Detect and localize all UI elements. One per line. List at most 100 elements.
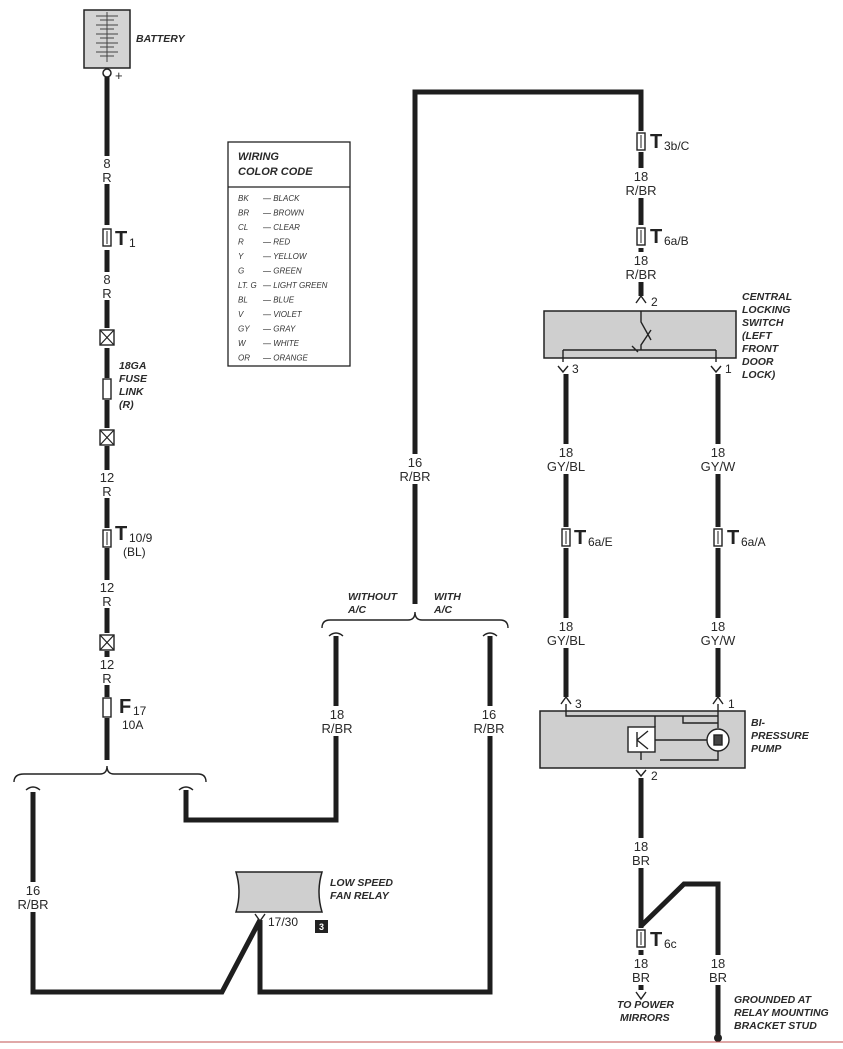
wire-splice-without-ac [183, 636, 339, 823]
legend-code: Y [238, 252, 244, 261]
pump-pin-arrow-icon [712, 695, 724, 705]
connector-t6c-sub: 6c [664, 937, 677, 951]
switch-label: SWITCH [742, 317, 784, 329]
wire-label-color: BR [632, 970, 650, 985]
wire-label-color: R/BR [17, 897, 48, 912]
grounded-label: RELAY MOUNTING [734, 1007, 829, 1019]
switch-pin-3: 3 [572, 362, 579, 376]
legend-code: BR [238, 209, 249, 218]
legend-name: — LIGHT GREEN [262, 281, 328, 290]
wire-label-color: R [102, 671, 111, 686]
wire-label-gauge: 12 [100, 470, 114, 485]
fuse-link-label: (R) [119, 399, 134, 411]
legend-name: — BLUE [262, 296, 295, 305]
wire-label-color: GY/BL [547, 459, 585, 474]
wire-label-gauge: 18 [711, 956, 725, 971]
legend-name: — BROWN [262, 209, 304, 218]
wire-label-color: R [102, 286, 111, 301]
mirrors-arrow-icon [635, 991, 647, 1001]
legend-title: COLOR CODE [238, 166, 313, 178]
fan-relay-pin: 17/30 [268, 915, 298, 929]
switch-pin-arrow-icon [710, 365, 722, 374]
connector-t1-main: T [115, 228, 127, 250]
wire-label-gauge: 18 [559, 445, 573, 460]
wire-with-ac-to-relay [257, 636, 493, 995]
legend-name: — GREEN [262, 267, 302, 276]
connector-t6ab-icon [636, 227, 646, 246]
wire-label-color: GY/W [701, 633, 736, 648]
switch-label: CENTRAL [742, 291, 792, 303]
battery-plus-label: + [115, 68, 123, 83]
switch-pin-1: 1 [725, 362, 732, 376]
connector-t1-icon [102, 228, 112, 247]
connector-t6ab-main: T [650, 226, 662, 248]
connector-t6ae-main: T [574, 527, 586, 549]
switch-pin-arrow-icon [557, 365, 569, 374]
wire-label-color: R/BR [321, 721, 352, 736]
fan-relay-label: FAN RELAY [330, 890, 390, 902]
fan-relay-label: LOW SPEED [330, 877, 393, 889]
wire-label-color: R/BR [625, 183, 656, 198]
connector-t6aa-icon [713, 528, 723, 547]
wire-label-color: BR [709, 970, 727, 985]
legend-code: OR [238, 354, 250, 363]
fuse-f17-sub: 17 [133, 704, 147, 718]
legend-name: — YELLOW [262, 252, 308, 261]
pump-pin-3: 3 [575, 697, 582, 711]
legend-name: — RED [262, 238, 290, 247]
connector-t6ae-sub: 6a/E [588, 535, 613, 549]
legend-code: BL [238, 296, 248, 305]
connector-t3b-sub: 3b/C [664, 139, 690, 153]
relay-pin-arrow-icon [254, 913, 266, 923]
wire-label-gauge: 18 [634, 253, 648, 268]
wire-label-gauge: 12 [100, 580, 114, 595]
fuse-link-x-icon [99, 634, 115, 651]
connector-t6ae-icon [561, 528, 571, 547]
color-code-legend [227, 141, 351, 367]
legend-name: — BLACK [262, 194, 300, 203]
legend-code: V [238, 310, 244, 319]
fuse-link-x-icon [99, 329, 115, 346]
fuse-link-label: LINK [119, 386, 145, 398]
switch-label: LOCKING [742, 304, 790, 316]
switch-label: LOCK) [742, 369, 776, 381]
to-power-mirrors-label: TO POWER [617, 999, 674, 1011]
battery-label: BATTERY [136, 33, 186, 45]
fuse-link-x-icon [99, 429, 115, 446]
fuse-link-label: 18GA [119, 360, 146, 372]
battery-symbol [83, 9, 131, 69]
fuse-link-body-icon [102, 378, 112, 400]
wire-label-gauge: 18 [634, 169, 648, 184]
pump-label: PRESSURE [751, 730, 810, 742]
switch-symbol-icon [562, 311, 717, 362]
fan-relay-badge: 3 [319, 922, 324, 932]
wire-label-color: GY/BL [547, 633, 585, 648]
fuse-f17-extra: 10A [122, 718, 143, 732]
wire-label-gauge: 12 [100, 657, 114, 672]
legend-code: GY [238, 325, 250, 334]
splice-brace-ac [321, 611, 509, 629]
pump-pin-arrow-icon [635, 769, 647, 778]
fuse-link-label: FUSE [119, 373, 148, 385]
without-ac-label: A/C [347, 604, 367, 616]
connector-t10-sub: 10/9 [129, 531, 153, 545]
wire-label-color: R [102, 170, 111, 185]
central-locking-switch-box [543, 310, 737, 359]
low-speed-fan-relay-box [234, 871, 324, 913]
with-ac-label: WITH [434, 591, 461, 603]
switch-pin-arrow-icon [635, 294, 647, 304]
pump-internal-icon [565, 704, 730, 761]
legend-code: BK [238, 194, 249, 203]
legend-code: W [238, 339, 247, 348]
wire-label-color: R/BR [473, 721, 504, 736]
legend-name: — CLEAR [262, 223, 300, 232]
switch-pin-2: 2 [651, 295, 658, 309]
connector-t10-icon [102, 529, 112, 548]
connector-t1-sub: 1 [129, 236, 136, 250]
wire-label-color: R [102, 594, 111, 609]
legend-code: R [238, 238, 244, 247]
grounded-label: BRACKET STUD [734, 1020, 817, 1032]
connector-t6aa-main: T [727, 527, 739, 549]
